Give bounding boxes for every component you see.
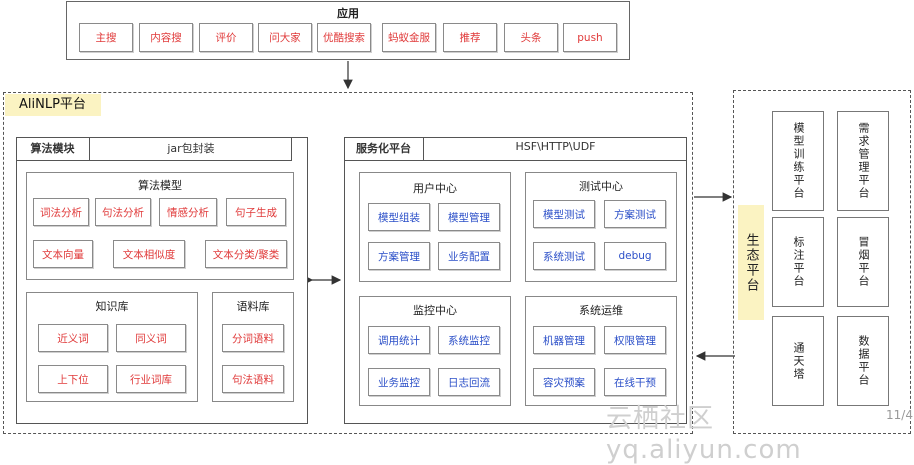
ecosystem-item: 通天塔 <box>772 316 824 406</box>
ops-item: 容灾预案 <box>533 368 595 396</box>
algo-model-title: 算法模型 <box>138 179 182 192</box>
algo-title: 算法模块 <box>16 137 90 161</box>
apps-container: 应用 主搜 内容搜 评价 问大家 优酷搜索 蚂蚁金服 推荐 头条 push <box>66 1 630 60</box>
model-item: 文本向量 <box>33 240 93 268</box>
ecosystem-title: 生态平台 <box>738 205 764 320</box>
corpus-item: 分词语料 <box>222 324 284 352</box>
user-center-item: 模型组装 <box>368 203 430 231</box>
service-protocols: HSF\HTTP\UDF <box>515 140 596 153</box>
user-center-title: 用户中心 <box>413 182 457 195</box>
monitor-center-item: 日志回流 <box>438 368 500 396</box>
ops-item: 机器管理 <box>533 326 595 354</box>
user-center-item: 模型管理 <box>438 203 500 231</box>
kb-item: 同义词 <box>116 324 186 352</box>
platform-title: AliNLP平台 <box>5 94 101 116</box>
ecosystem-item: 冒烟平台 <box>837 217 889 307</box>
algo-package: jar包封装 <box>167 142 215 155</box>
service-header <box>344 137 687 161</box>
watermark: 云栖社区 yq.aliyun.com <box>606 404 802 465</box>
app-item: 内容搜 <box>139 23 193 52</box>
kb-item: 行业词库 <box>116 365 186 393</box>
ecosystem-item: 需求管理平台 <box>837 111 889 211</box>
kb-item: 上下位 <box>38 365 108 393</box>
app-item: push <box>563 23 617 52</box>
app-item: 主搜 <box>79 23 133 52</box>
app-item: 蚂蚁金服 <box>382 23 436 52</box>
apps-title: 应用 <box>337 7 359 20</box>
algo-header <box>16 137 292 161</box>
app-item: 评价 <box>199 23 253 52</box>
test-center-title: 测试中心 <box>579 180 623 193</box>
ecosystem-item: 模型训练平台 <box>772 111 824 211</box>
user-center-item: 方案管理 <box>368 242 430 270</box>
model-item: 句法分析 <box>95 198 151 226</box>
ecosystem-platform <box>733 90 911 434</box>
test-center-item: 模型测试 <box>533 200 595 228</box>
page-number: 11/4 <box>886 408 913 422</box>
model-item: 情感分析 <box>159 198 217 226</box>
monitor-center-item: 业务监控 <box>368 368 430 396</box>
monitor-center-item: 调用统计 <box>368 326 430 354</box>
test-center-item: 系统测试 <box>533 242 595 270</box>
user-center-item: 业务配置 <box>438 242 500 270</box>
app-item: 头条 <box>504 23 558 52</box>
kb-title: 知识库 <box>95 300 129 313</box>
monitor-center-title: 监控中心 <box>413 304 457 317</box>
model-item: 文本相似度 <box>113 240 185 268</box>
corpus-title: 语料库 <box>236 300 270 313</box>
corpus-item: 句法语料 <box>222 365 284 393</box>
alinlp-platform <box>3 92 693 434</box>
ops-title: 系统运维 <box>579 304 623 317</box>
app-item: 优酷搜索 <box>317 23 371 52</box>
ops-item: 权限管理 <box>604 326 666 354</box>
test-center-item: debug <box>604 242 666 270</box>
model-item: 句子生成 <box>226 198 286 226</box>
app-item: 问大家 <box>258 23 312 52</box>
monitor-center-item: 系统监控 <box>438 326 500 354</box>
test-center-item: 方案测试 <box>604 200 666 228</box>
connectors <box>303 61 735 361</box>
model-item: 词法分析 <box>33 198 89 226</box>
service-title: 服务化平台 <box>344 137 424 161</box>
kb-item: 近义词 <box>38 324 108 352</box>
app-item: 推荐 <box>443 23 497 52</box>
ecosystem-item: 标注平台 <box>772 217 824 307</box>
ecosystem-item: 数据平台 <box>837 316 889 406</box>
ops-item: 在线干预 <box>604 368 666 396</box>
model-item: 文本分类/聚类 <box>205 240 287 268</box>
